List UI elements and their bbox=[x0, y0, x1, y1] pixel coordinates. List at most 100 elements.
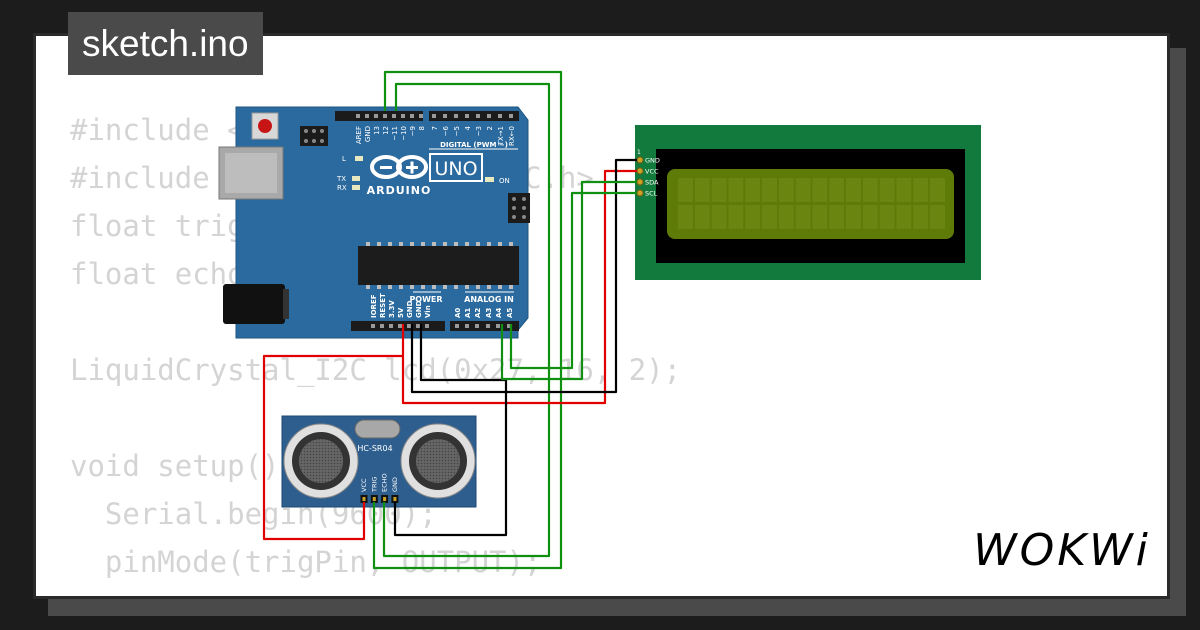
power-analog-pin[interactable] bbox=[496, 324, 500, 328]
wire-5v-sensor-vcc bbox=[262, 354, 403, 541]
power-analog-pin[interactable] bbox=[371, 324, 375, 328]
lcd-character-cell bbox=[930, 205, 945, 229]
chip-leg bbox=[476, 285, 480, 289]
chip-leg bbox=[388, 242, 392, 246]
power-analog-pin-label: A2 bbox=[474, 308, 482, 318]
power-analog-pin[interactable] bbox=[455, 324, 459, 328]
digital-pin[interactable] bbox=[410, 114, 414, 118]
power-analog-pin-label: Vin bbox=[424, 305, 432, 318]
lcd-i2c-pin[interactable] bbox=[636, 189, 644, 197]
digital-pin-label: TX→1 bbox=[497, 126, 505, 146]
lcd-character-cell bbox=[913, 205, 929, 229]
digital-pin[interactable] bbox=[383, 114, 387, 118]
lcd-character-cell bbox=[711, 178, 727, 202]
chip-leg bbox=[399, 285, 403, 289]
chip-leg bbox=[509, 285, 513, 289]
wokwi-logo[interactable]: WOKWi bbox=[973, 525, 1151, 576]
lcd-character-cell bbox=[812, 205, 828, 229]
digital-pin-label: 4 bbox=[464, 125, 472, 130]
arduino-brand-label: ARDUINO bbox=[367, 184, 432, 197]
wire-gnd-sensor-gnd bbox=[393, 324, 508, 537]
power-analog-pin-label: A5 bbox=[506, 308, 514, 318]
lcd-i2c-pin-label: VCC bbox=[645, 168, 659, 176]
power-analog-pin-label: A4 bbox=[495, 308, 503, 318]
lcd-character-cell bbox=[862, 205, 878, 229]
chip-leg bbox=[454, 285, 458, 289]
digital-pin[interactable] bbox=[498, 114, 502, 118]
wire-a4-sda bbox=[500, 180, 637, 381]
digital-pin[interactable] bbox=[392, 114, 396, 118]
digital-pin-label: ~6 bbox=[442, 125, 450, 136]
l-led bbox=[355, 156, 363, 161]
power-analog-pin[interactable] bbox=[416, 324, 420, 328]
lcd-character-cell bbox=[896, 205, 912, 229]
lcd-character-cell bbox=[745, 205, 761, 229]
chip-leg bbox=[454, 242, 458, 246]
lcd-i2c-pin[interactable] bbox=[636, 156, 644, 164]
digital-pin[interactable] bbox=[401, 114, 405, 118]
power-analog-pin-label: RESET bbox=[379, 293, 387, 318]
digital-header-left bbox=[335, 111, 423, 121]
lcd-character-cell bbox=[728, 205, 744, 229]
sensor-pin-label: ECHO bbox=[381, 473, 389, 492]
rx-led-label: RX bbox=[337, 184, 347, 192]
sensor-pin-label: TRIG bbox=[370, 477, 378, 493]
power-analog-pin-label: A3 bbox=[485, 308, 493, 318]
lcd-character-cell bbox=[913, 178, 929, 202]
digital-pin[interactable] bbox=[465, 114, 469, 118]
l-led-label: L bbox=[342, 155, 346, 163]
chip-leg bbox=[509, 242, 513, 246]
power-analog-pin[interactable] bbox=[380, 324, 384, 328]
digital-pin[interactable] bbox=[443, 114, 447, 118]
lcd-character-cell bbox=[879, 205, 895, 229]
power-analog-pin[interactable] bbox=[486, 324, 490, 328]
icsp-header-right bbox=[508, 193, 530, 223]
lcd-character-cell bbox=[829, 205, 845, 229]
power-analog-pin-label: A1 bbox=[464, 308, 472, 318]
lcd-character-cell bbox=[896, 178, 912, 202]
chip-leg bbox=[443, 285, 447, 289]
digital-pin[interactable] bbox=[356, 114, 360, 118]
power-analog-pin[interactable] bbox=[389, 324, 393, 328]
digital-pin[interactable] bbox=[476, 114, 480, 118]
digital-pin[interactable] bbox=[365, 114, 369, 118]
digital-pin[interactable] bbox=[374, 114, 378, 118]
lcd-i2c-pin[interactable] bbox=[636, 178, 644, 186]
digital-pin[interactable] bbox=[509, 114, 513, 118]
reset-button[interactable] bbox=[251, 112, 279, 140]
digital-pin-label: ~5 bbox=[453, 126, 461, 136]
power-analog-pin[interactable] bbox=[475, 324, 479, 328]
power-analog-pin[interactable] bbox=[398, 324, 402, 328]
power-analog-pin[interactable] bbox=[425, 324, 429, 328]
lcd-character-cell bbox=[678, 178, 693, 202]
chip-leg bbox=[498, 242, 502, 246]
chip-leg bbox=[421, 285, 425, 289]
wire-d10-trig bbox=[382, 82, 551, 558]
digital-pin[interactable] bbox=[419, 114, 423, 118]
digital-pin[interactable] bbox=[487, 114, 491, 118]
sketch-filename-tab[interactable]: sketch.ino bbox=[68, 12, 263, 75]
ultrasonic-transmitter bbox=[283, 423, 359, 499]
code-line: LiquidCrystal_I2C lcd(0x27, 16, 2); bbox=[70, 353, 682, 387]
digital-pin-label: 13 bbox=[373, 126, 381, 135]
power-analog-pin[interactable] bbox=[507, 324, 511, 328]
lcd-character-cell bbox=[795, 205, 811, 229]
power-analog-pin[interactable] bbox=[465, 324, 469, 328]
digital-pin[interactable] bbox=[432, 114, 436, 118]
lcd-character-cell bbox=[678, 205, 693, 229]
wires bbox=[262, 70, 637, 570]
lcd-i2c-pin-label: GND bbox=[645, 157, 660, 165]
arduino-model-label: UNO bbox=[434, 158, 477, 180]
lcd-character-cell bbox=[745, 178, 761, 202]
power-analog-pin[interactable] bbox=[407, 324, 411, 328]
lcd-character-cell bbox=[846, 205, 861, 229]
lcd-i2c-pin-label: SDA bbox=[645, 179, 659, 187]
chip-leg bbox=[432, 285, 436, 289]
lcd-i2c-pin[interactable] bbox=[636, 167, 644, 175]
chip-leg bbox=[476, 242, 480, 246]
digital-pin[interactable] bbox=[454, 114, 458, 118]
digital-pin-label: ~9 bbox=[409, 126, 417, 136]
